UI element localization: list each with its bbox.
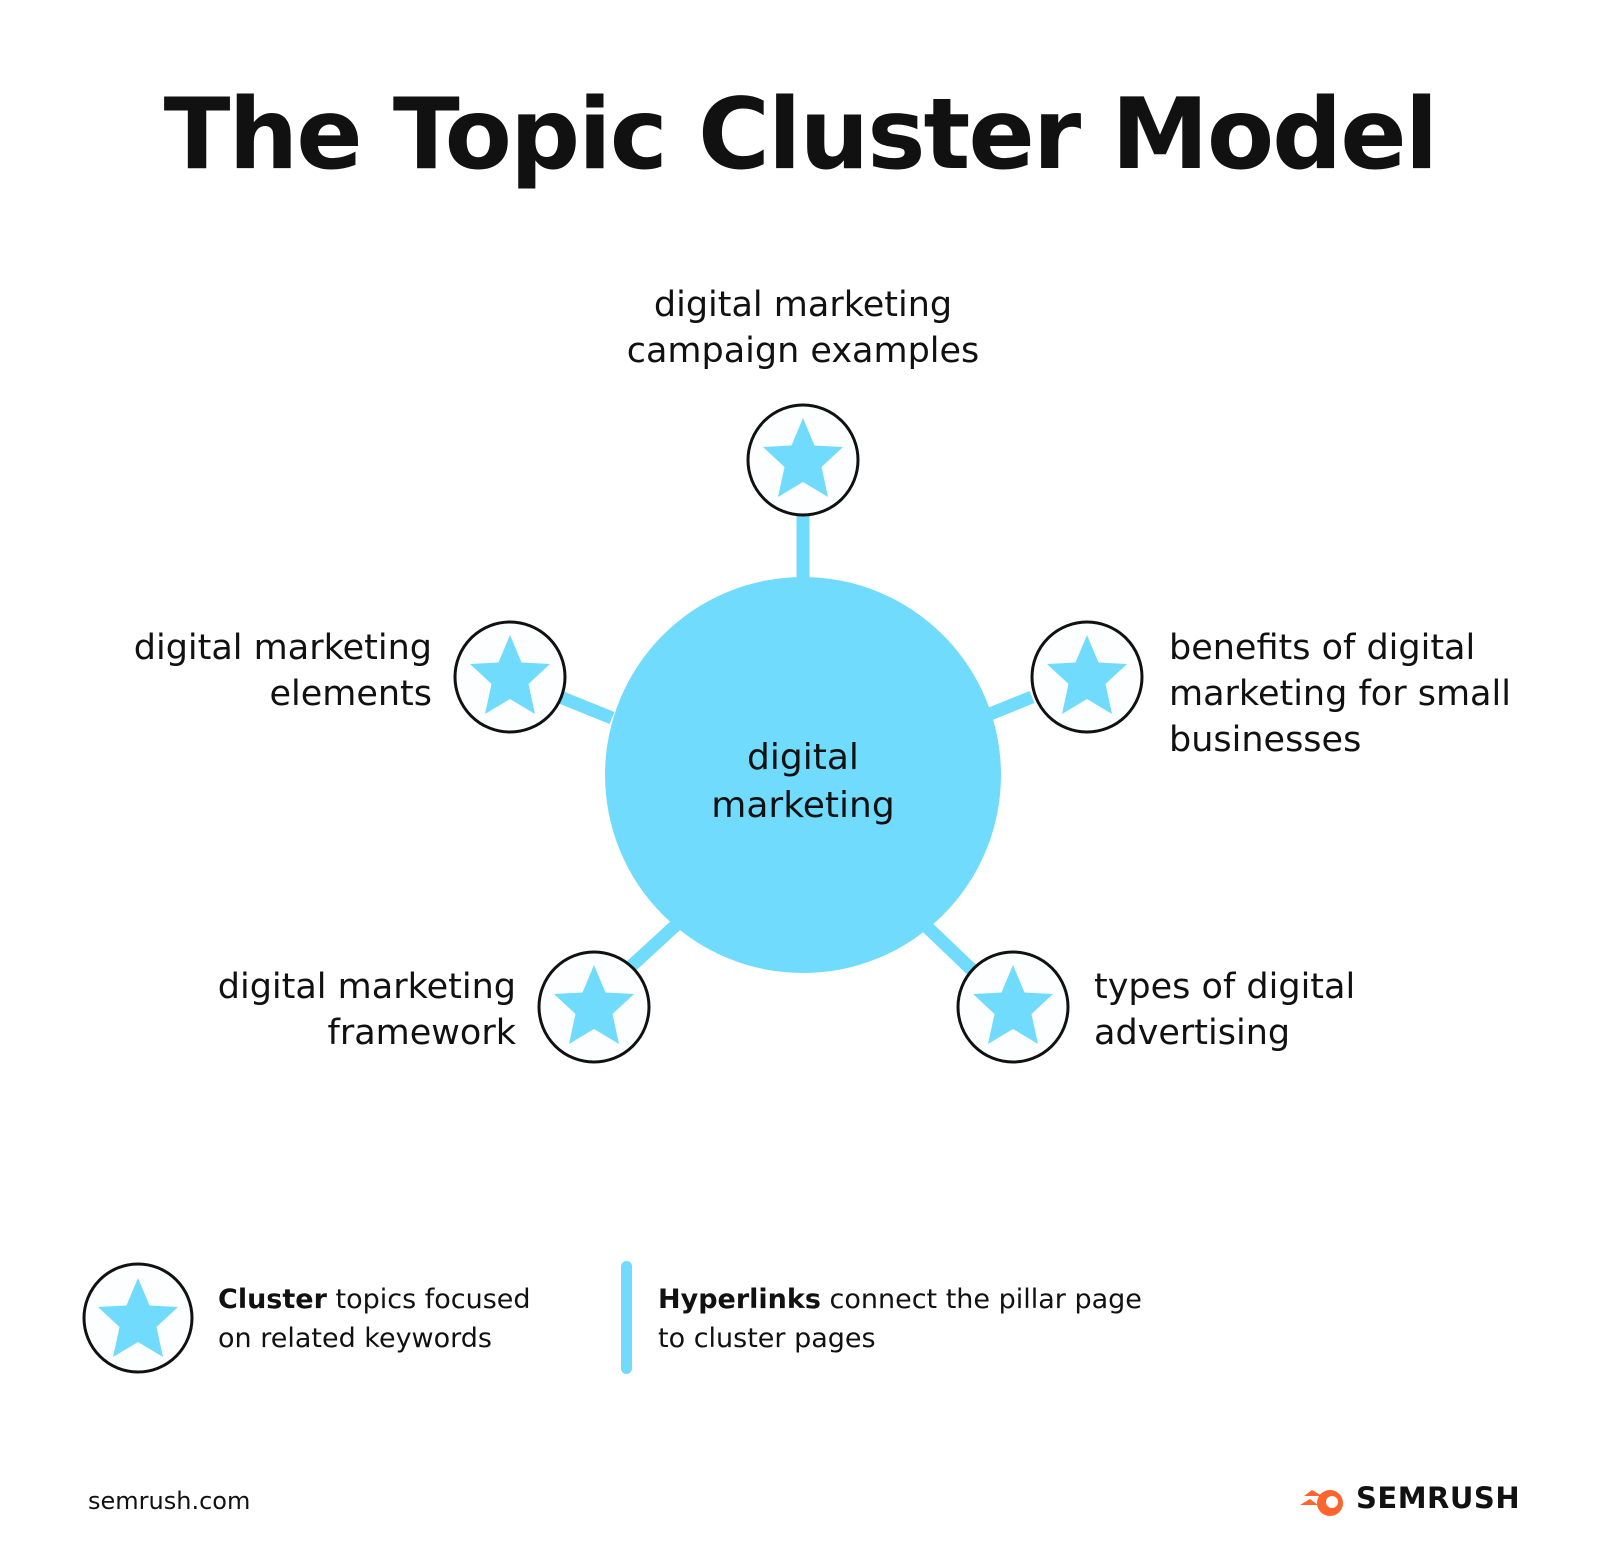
label-line: benefits of digital bbox=[1169, 628, 1476, 668]
legend-cluster-text: Cluster topics focused on related keywor… bbox=[218, 1280, 531, 1358]
label-line: marketing bbox=[711, 785, 895, 826]
label-line: framework bbox=[327, 1013, 516, 1053]
cluster-node-top bbox=[746, 403, 860, 517]
semrush-logo-icon bbox=[1300, 1490, 1343, 1516]
footer-url: semrush.com bbox=[88, 1487, 251, 1515]
semrush-logo: SEMRUSH bbox=[1350, 1481, 1520, 1515]
label-line: digital marketing bbox=[653, 285, 953, 325]
hyperlink-connectors bbox=[557, 515, 1035, 975]
pillar-label: digital marketing bbox=[606, 734, 1000, 830]
legend-hyperlinks-text: Hyperlinks connect the pillar page to cl… bbox=[658, 1280, 1142, 1358]
brand-name: SEMRUSH bbox=[1356, 1481, 1521, 1515]
cluster-label-upper-left: digital marketing elements bbox=[70, 625, 432, 717]
cluster-label-lower-right: types of digital advertising bbox=[1094, 964, 1355, 1056]
label-line: types of digital bbox=[1094, 967, 1356, 1007]
cluster-node-upper-left bbox=[453, 620, 567, 734]
cluster-node-lower-left bbox=[537, 950, 651, 1064]
label-line: campaign examples bbox=[626, 331, 980, 371]
cluster-label-lower-left: digital marketing framework bbox=[150, 964, 516, 1056]
label-line: businesses bbox=[1169, 720, 1362, 760]
page-title: The Topic Cluster Model bbox=[163, 78, 1439, 192]
legend-line: to cluster pages bbox=[658, 1323, 876, 1354]
legend-line: on related keywords bbox=[218, 1323, 492, 1354]
legend-bold: Cluster bbox=[218, 1284, 327, 1315]
legend-rest: connect the pillar page bbox=[820, 1284, 1142, 1315]
legend-rest: topics focused bbox=[326, 1284, 531, 1315]
label-line: digital bbox=[747, 737, 859, 778]
cluster-label-top: digital marketing campaign examples bbox=[600, 282, 1006, 374]
legend-bold: Hyperlinks bbox=[658, 1284, 821, 1315]
pillar-circle bbox=[605, 577, 1001, 973]
label-line: marketing for small bbox=[1169, 674, 1511, 714]
label-line: advertising bbox=[1094, 1013, 1291, 1053]
legend-star-icon bbox=[82, 1262, 194, 1374]
label-line: elements bbox=[269, 674, 432, 714]
cluster-label-upper-right: benefits of digital marketing for small … bbox=[1169, 625, 1511, 763]
cluster-node-lower-right bbox=[956, 950, 1070, 1064]
legend-hyperlink-bar bbox=[621, 1261, 632, 1374]
cluster-node-upper-right bbox=[1030, 620, 1144, 734]
label-line: digital marketing bbox=[217, 967, 516, 1007]
label-line: digital marketing bbox=[133, 628, 432, 668]
